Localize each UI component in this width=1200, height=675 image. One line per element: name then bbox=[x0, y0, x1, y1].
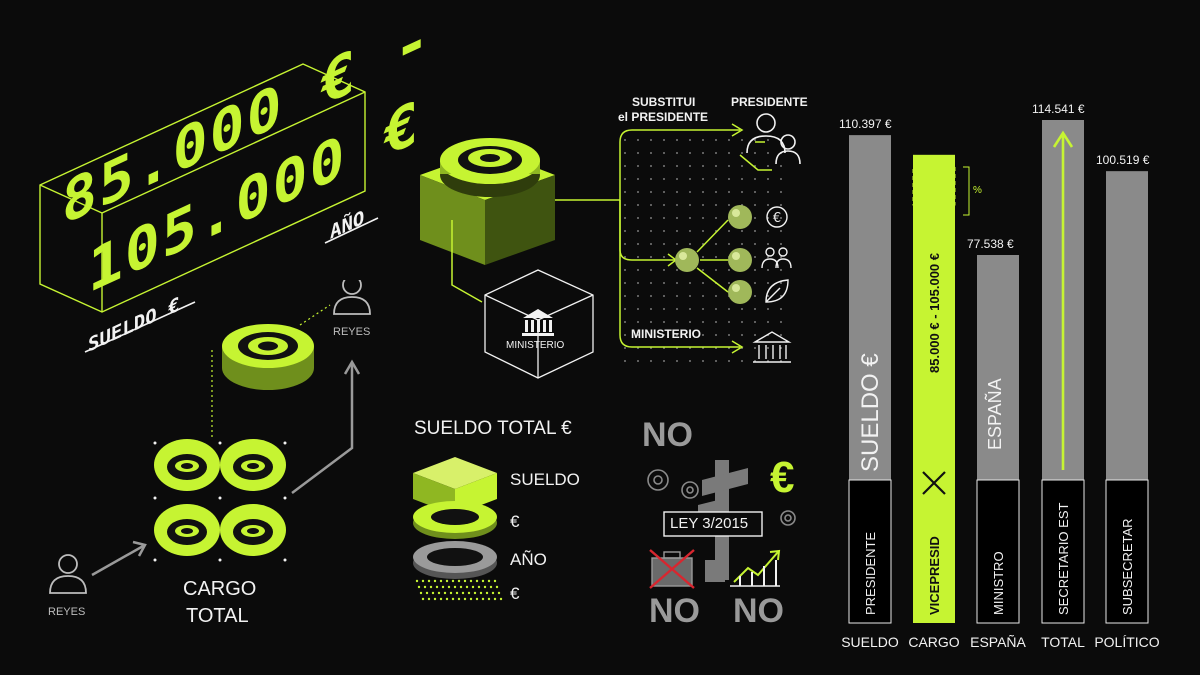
bar-name-label: SECRETARIO EST bbox=[1056, 502, 1071, 615]
category-label: SUELDO bbox=[841, 634, 899, 650]
bracket-mark: % bbox=[973, 185, 982, 196]
bar-base bbox=[976, 479, 1020, 624]
bar-4 bbox=[1105, 171, 1149, 624]
bar-inner-label: SUELDO € bbox=[857, 353, 884, 472]
cargo-label-line1: CARGO bbox=[183, 578, 257, 600]
bar-value-label: 110.397 € bbox=[839, 117, 892, 132]
ring-cube-icon bbox=[420, 138, 555, 265]
law-label: LEY 3/2015 bbox=[670, 515, 749, 532]
presidente-icon bbox=[746, 113, 801, 165]
bank-icon bbox=[522, 309, 554, 336]
flow-branch-label-line2: el PRESIDENTE bbox=[618, 110, 709, 124]
category-label: TOTAL bbox=[1041, 634, 1085, 650]
svg-text:€: € bbox=[773, 211, 781, 226]
dot-grid bbox=[624, 139, 782, 362]
category-label: CARGO bbox=[908, 634, 960, 650]
bar-0 bbox=[848, 135, 892, 624]
legend-item-2: € bbox=[510, 512, 520, 531]
leaf-icon bbox=[765, 279, 789, 303]
person-label-left: REYES bbox=[48, 606, 86, 618]
no-left-label: NO bbox=[649, 592, 700, 630]
law-graphic: € bbox=[647, 453, 796, 589]
legend-item-1: SUELDO bbox=[510, 470, 580, 489]
person-icon bbox=[49, 554, 87, 594]
no-top-label: NO bbox=[642, 416, 693, 454]
bar-inner-label: 85.000 € - 105.000 € bbox=[927, 253, 942, 373]
bar-base bbox=[1041, 479, 1085, 624]
bar-fill bbox=[913, 154, 955, 623]
cargo-graphic bbox=[49, 280, 371, 594]
bar-value-label: 100.519 € bbox=[1096, 153, 1150, 168]
bar-1: % bbox=[912, 154, 982, 623]
bar-value-label: 114.541 € bbox=[1032, 102, 1085, 116]
category-label: POLÍTICO bbox=[1094, 634, 1160, 650]
briefcase-cross-icon bbox=[649, 549, 695, 589]
legend-item-3: AÑO bbox=[510, 550, 547, 569]
euro-big: € bbox=[770, 453, 794, 502]
up-arrow-icon bbox=[1052, 130, 1074, 470]
cargo-label-line2: TOTAL bbox=[186, 605, 249, 627]
legend-item-4: € bbox=[510, 584, 520, 603]
bar-inner-label: ESPAÑA bbox=[985, 378, 1005, 450]
cargo-ring-grid bbox=[153, 439, 287, 562]
flow-branch-label-line1: SUBSTITUI bbox=[632, 95, 696, 109]
cross-icon-small bbox=[925, 176, 943, 196]
category-label: ESPAÑA bbox=[970, 634, 1026, 650]
ministerio-box-label: MINISTERIO bbox=[506, 340, 565, 351]
sphere-nodes bbox=[675, 205, 752, 304]
flow-diagram: € bbox=[420, 113, 801, 379]
bar-2 bbox=[976, 255, 1020, 624]
bar-3 bbox=[1041, 120, 1085, 624]
no-right-label: NO bbox=[733, 592, 784, 630]
bar-base bbox=[1105, 479, 1149, 624]
growth-chart-icon bbox=[730, 549, 781, 587]
bar-name-label: MINISTRO bbox=[991, 551, 1006, 615]
legend-dot-plate bbox=[415, 579, 503, 601]
bar-name-label: VICEPRESID bbox=[927, 536, 942, 615]
flow-bottom-label: MINISTERIO bbox=[631, 327, 702, 341]
person-label-right: REYES bbox=[333, 326, 371, 338]
cargo-arrow-out bbox=[291, 359, 361, 494]
salary-slab-outline bbox=[39, 63, 379, 353]
bracket bbox=[963, 166, 970, 216]
bar-name-label: PRESIDENTE bbox=[863, 531, 878, 615]
bar-name-label: SUBSECRETAR bbox=[1120, 518, 1135, 615]
euro-circle-icon: € bbox=[766, 206, 788, 228]
flow-top-target-label: PRESIDENTE bbox=[731, 95, 808, 109]
stacked-ring-icon bbox=[222, 324, 314, 390]
legend-stack-graphic bbox=[413, 457, 497, 579]
gear-icon bbox=[647, 469, 796, 526]
ministerio-bank-icon bbox=[752, 331, 792, 363]
group-icon bbox=[761, 247, 792, 269]
cross-icon bbox=[922, 471, 946, 495]
bar-base bbox=[848, 479, 892, 624]
cargo-arrow-in bbox=[91, 540, 147, 577]
cross-box bbox=[912, 166, 956, 206]
bar-value-label: 77.538 € bbox=[967, 237, 1014, 251]
legend-title: SUELDO TOTAL € bbox=[414, 418, 572, 439]
person-icon bbox=[333, 280, 371, 315]
